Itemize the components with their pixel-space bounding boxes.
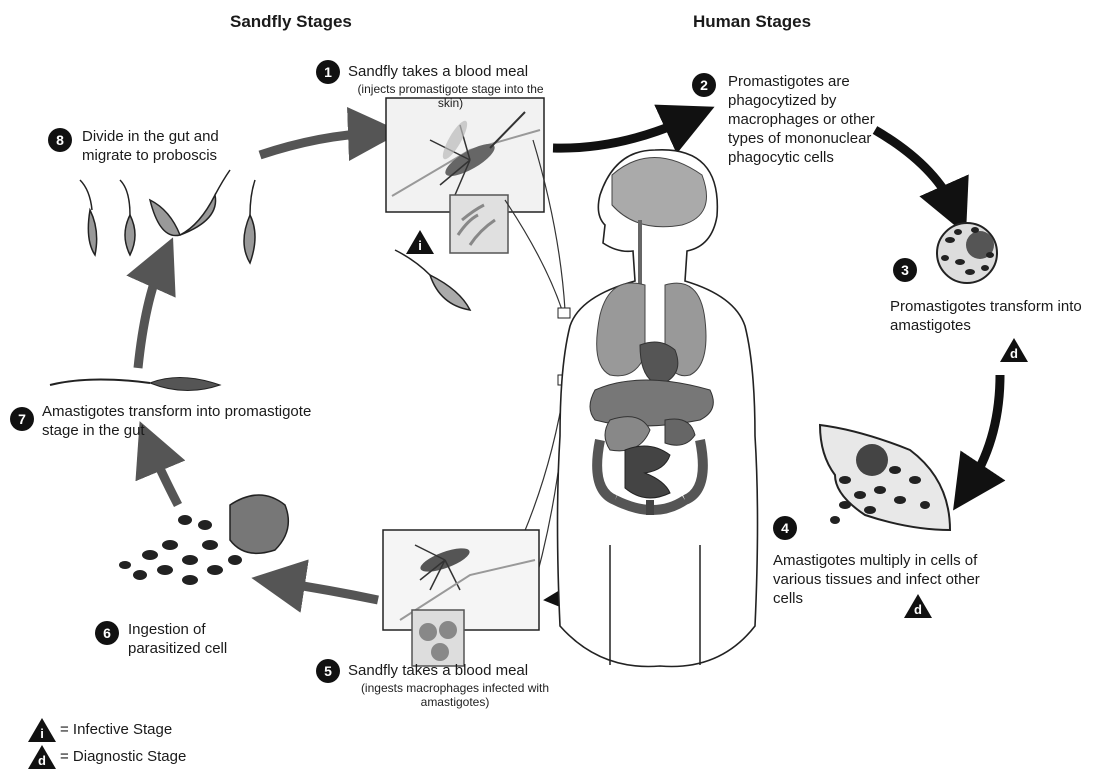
- infected-cell-stage-4: [820, 425, 950, 530]
- promastigote-stage-7: [50, 377, 220, 390]
- step-1-label: Sandfly takes a blood meal: [348, 62, 528, 81]
- legend-infective-label: = Infective Stage: [60, 721, 172, 738]
- macrophage-cell-stage-3: [937, 223, 997, 283]
- step-2-label: Promastigotes are phagocytized by macrop…: [728, 72, 878, 167]
- human-body-figure: [558, 150, 758, 667]
- arrow-3-to-4: [968, 375, 1000, 488]
- step-3-label: Promastigotes transform into amastigotes: [890, 297, 1085, 335]
- step-1-sublabel: (injects promastigote stage into the ski…: [348, 82, 553, 110]
- step-4-label: Amastigotes multiply in cells of various…: [773, 551, 988, 608]
- diagnostic-stage-icon-step-4: d: [904, 594, 932, 618]
- step-5-label: Sandfly takes a blood meal: [348, 661, 528, 680]
- promastigotes-stage-8: [80, 170, 255, 263]
- step-8-label: Divide in the gut and migrate to probosc…: [82, 127, 262, 165]
- promastigote-inset-box: [450, 195, 508, 253]
- parasitized-cell-stage-6: [119, 495, 288, 585]
- step-5-number-badge: 5: [316, 659, 340, 683]
- arrow-1-to-2: [553, 118, 690, 148]
- step-1-number-badge: 1: [316, 60, 340, 84]
- human-stages-header: Human Stages: [693, 12, 811, 32]
- sandfly-stages-header: Sandfly Stages: [230, 12, 352, 32]
- legend-diagnostic-label: = Diagnostic Stage: [60, 748, 186, 765]
- step-4-number-badge: 4: [773, 516, 797, 540]
- step-6-label: Ingestion of parasitized cell: [128, 620, 263, 658]
- step-2-number-badge: 2: [692, 73, 716, 97]
- infected-macrophage-inset-box: [412, 610, 464, 666]
- legend-diagnostic-icon: d: [28, 745, 56, 769]
- arrow-6-to-7: [150, 446, 178, 505]
- promastigote-near-stage-1: [395, 250, 470, 310]
- step-7-number-badge: 7: [10, 407, 34, 431]
- step-5-sublabel: (ingests macrophages infected with amast…: [350, 681, 560, 709]
- arrow-7-to-8: [138, 262, 162, 368]
- arrow-5-to-6: [278, 582, 378, 600]
- step-8-number-badge: 8: [48, 128, 72, 152]
- step-6-number-badge: 6: [95, 621, 119, 645]
- arrow-2-to-3: [875, 130, 955, 210]
- arrow-8-to-1: [260, 133, 375, 155]
- step-3-number-badge: 3: [893, 258, 917, 282]
- diagnostic-stage-icon-step-3: d: [1000, 338, 1028, 362]
- legend-infective-icon: i: [28, 718, 56, 742]
- infective-stage-icon-step-1: i: [406, 230, 434, 254]
- step-7-label: Amastigotes transform into promastigote …: [42, 402, 312, 440]
